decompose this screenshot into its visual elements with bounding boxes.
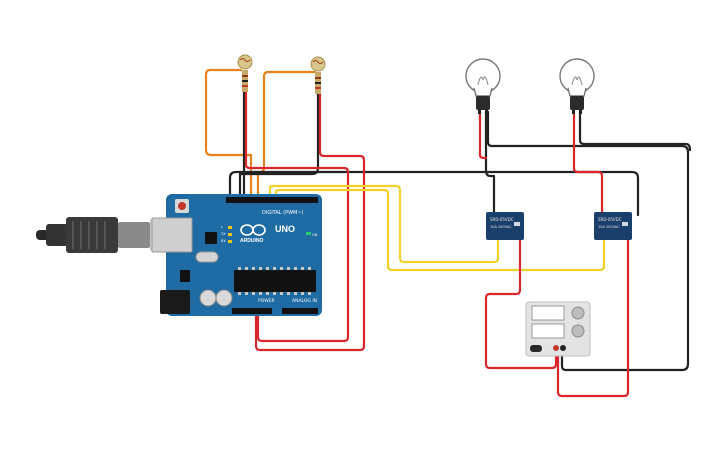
relay-2-model: SRD-05VDC: [598, 217, 622, 222]
current-knob[interactable]: [571, 324, 585, 338]
wire-orange-ldr1[interactable]: [204, 68, 253, 200]
board-brand-label: ARDUINO: [240, 238, 263, 244]
wires: [204, 68, 692, 398]
photoresistor-1[interactable]: [237, 54, 253, 92]
board-model-label: UNO: [275, 224, 295, 234]
on-led-label: ON: [312, 233, 318, 237]
light-bulb-icon: [559, 58, 595, 94]
positive-terminal[interactable]: [553, 345, 559, 351]
wire-black-bulb1-relay1[interactable]: [484, 110, 496, 217]
light-bulb-icon: [465, 58, 501, 94]
wire-orange-ldr2[interactable]: [256, 70, 317, 200]
light-bulb-1[interactable]: [465, 58, 501, 114]
relay-2[interactable]: SRD-05VDC 10A 250VAC: [594, 212, 632, 240]
photoresistor-2[interactable]: [310, 56, 326, 94]
tx-led-label: TX: [220, 232, 226, 236]
arduino-logo-icon: [240, 224, 266, 236]
relay-1-rating: 10A 250VAC: [490, 225, 512, 229]
power-supply[interactable]: [525, 301, 591, 357]
wire-yellow-relay1[interactable]: [268, 184, 500, 264]
relay-1[interactable]: SRD-05VDC 10A 250VAC: [486, 212, 524, 240]
wire-black-bulb2[interactable]: [578, 110, 692, 152]
wire-black-bus[interactable]: [228, 170, 640, 217]
wire-yellow-relay2[interactable]: [274, 188, 606, 272]
supply-display-voltage: [531, 305, 565, 321]
reset-button[interactable]: [178, 202, 186, 210]
wire-red-ldr2[interactable]: [254, 90, 366, 352]
arduino-uno-board[interactable]: DIGITAL (PWM~) POWER ANALOG IN UNO ARDUI…: [151, 194, 322, 316]
light-bulb-2[interactable]: [559, 58, 595, 114]
power-switch[interactable]: [530, 345, 542, 352]
relay-2-rating: 10A 250VAC: [598, 225, 620, 229]
rx-led-label: RX: [221, 239, 226, 243]
wire-red-ldr1[interactable]: [244, 90, 350, 343]
wire-red-bulb1[interactable]: [478, 110, 488, 160]
power-header-label: POWER: [258, 298, 275, 304]
digital-header-label: DIGITAL (PWM~): [262, 210, 304, 216]
supply-display-current: [531, 323, 565, 339]
analog-header: [282, 308, 318, 314]
negative-terminal[interactable]: [560, 345, 566, 351]
analog-header-label: ANALOG IN: [292, 298, 317, 304]
relay-1-model: SRD-05VDC: [490, 217, 514, 222]
atmega-chip: [234, 270, 316, 292]
digital-header: [226, 197, 318, 203]
l-led-label: L: [221, 225, 223, 229]
wire-red-relay1-supply[interactable]: [484, 238, 558, 370]
wire-black-bulb1-supply[interactable]: [486, 110, 690, 372]
voltage-knob[interactable]: [571, 306, 585, 320]
power-header: [232, 308, 272, 314]
wire-red-relay2-supply[interactable]: [556, 238, 630, 398]
wire-red-bulb2-relay2[interactable]: [572, 110, 604, 217]
